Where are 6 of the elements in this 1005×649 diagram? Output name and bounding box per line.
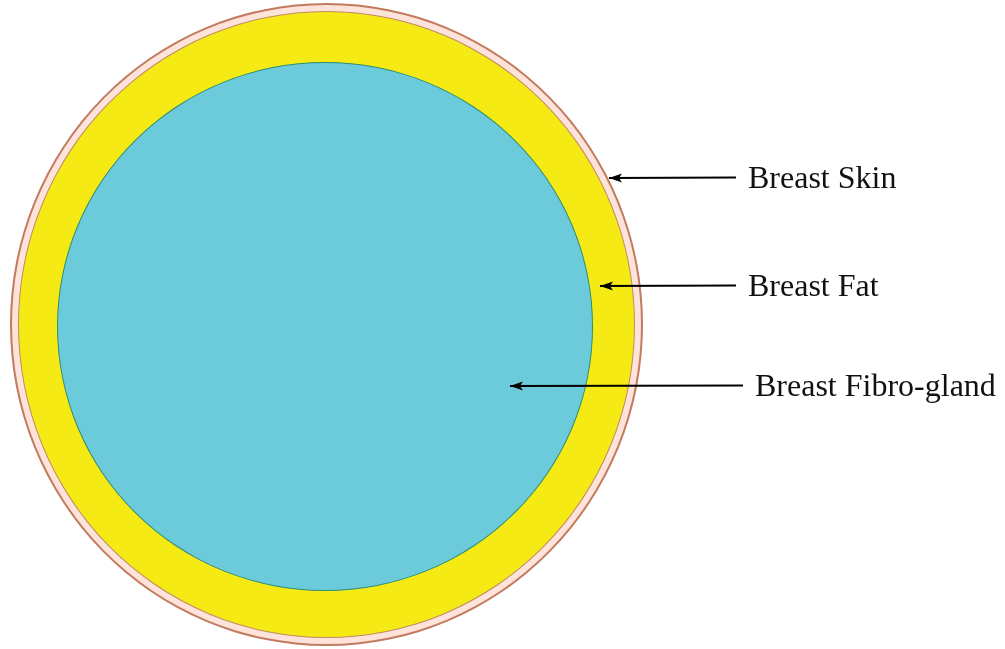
layer-label: Breast Fat: [748, 268, 879, 304]
leader-arrow: [608, 173, 737, 183]
layer-label: Breast Fibro-gland: [755, 368, 996, 404]
leader-arrow: [599, 281, 737, 291]
layer-label: Breast Skin: [748, 160, 897, 196]
leader-arrow: [509, 381, 744, 391]
